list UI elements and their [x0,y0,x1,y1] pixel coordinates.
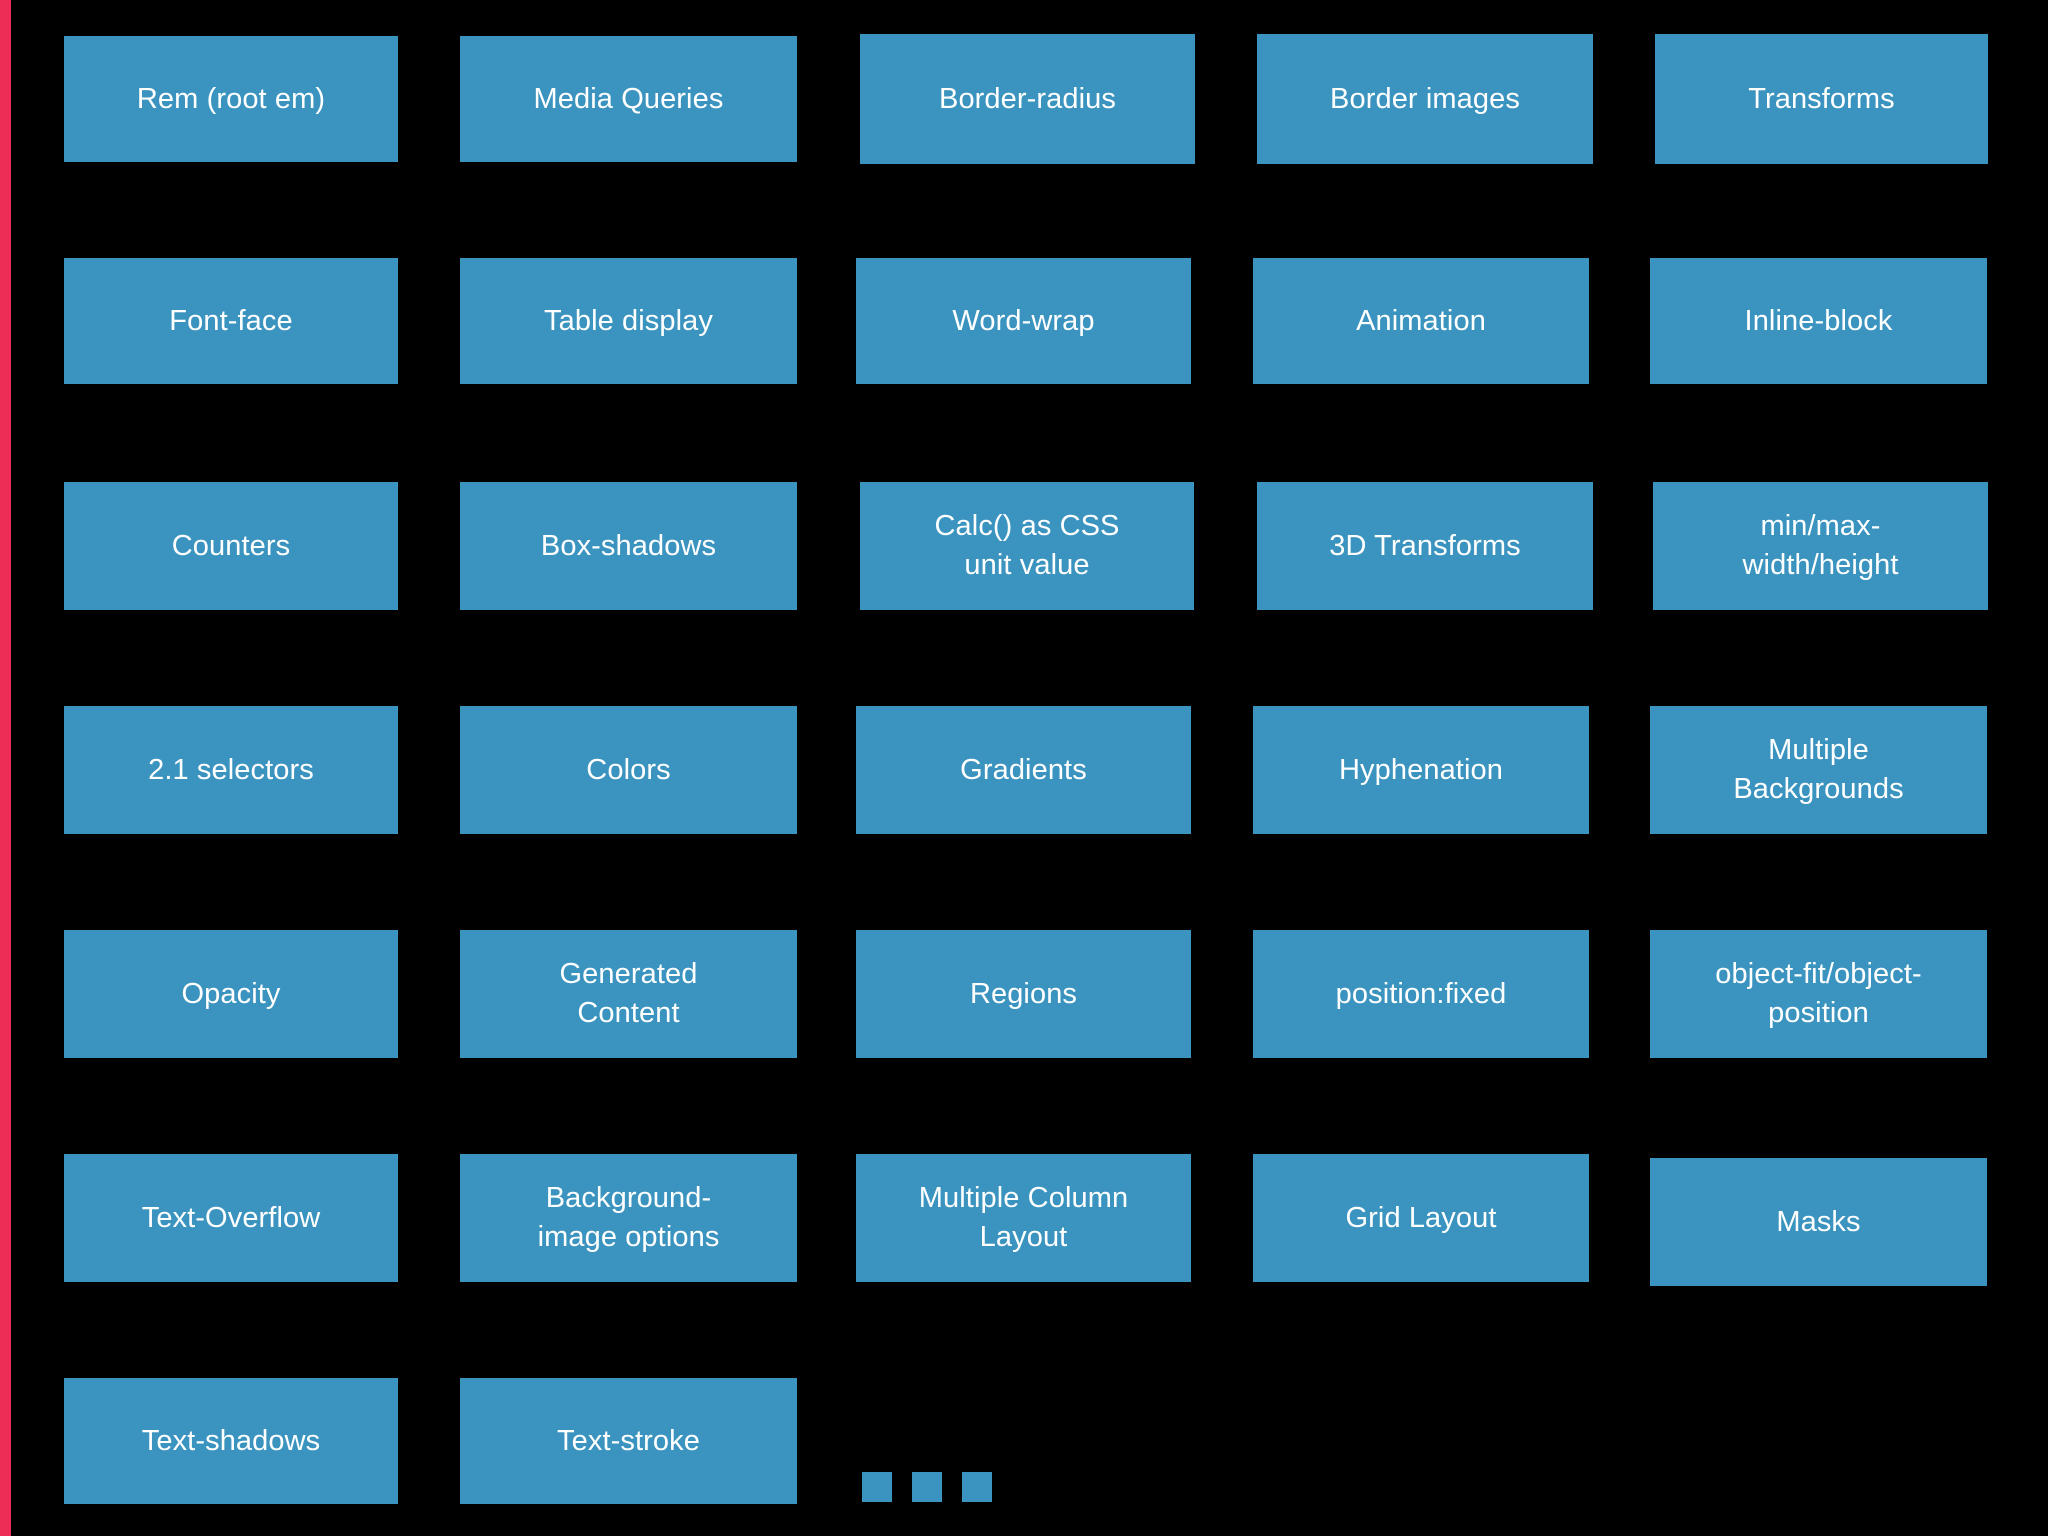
feature-card[interactable]: Border-radius [860,34,1195,164]
feature-card[interactable]: Box-shadows [460,482,797,610]
feature-card-label: 2.1 selectors [148,753,314,786]
feature-card-label: Calc() as CSS unit value [934,510,1120,581]
feature-card-label: min/max- width/height [1742,510,1899,581]
feature-card-label: Generated Content [559,958,698,1029]
feature-card-label: Background- image options [537,1182,720,1253]
feature-card-label: object-fit/object- position [1715,958,1922,1029]
feature-card[interactable]: 3D Transforms [1257,482,1593,610]
feature-card[interactable]: Rem (root em) [64,36,398,162]
feature-card[interactable]: Table display [460,258,797,384]
feature-card-label: Opacity [181,977,281,1010]
feature-card[interactable]: Text-Overflow [64,1154,398,1282]
feature-card[interactable]: Transforms [1655,34,1988,164]
feature-card[interactable]: Animation [1253,258,1589,384]
feature-card-label: Word-wrap [952,304,1095,337]
feature-card-label: Gradients [960,753,1087,786]
feature-card[interactable]: min/max- width/height [1653,482,1988,610]
feature-card[interactable]: Calc() as CSS unit value [860,482,1194,610]
feature-card-label: Transforms [1748,82,1895,115]
feature-card[interactable]: Border images [1257,34,1593,164]
feature-card[interactable]: Gradients [856,706,1191,834]
feature-card-label: Box-shadows [540,529,717,562]
pagination-dot-3[interactable] [962,1472,992,1502]
pagination-dot-1[interactable] [862,1472,892,1502]
feature-card-label: Animation [1356,304,1486,337]
feature-card[interactable]: Regions [856,930,1191,1058]
feature-card-label: Border images [1330,82,1520,115]
feature-card-label: Hyphenation [1339,753,1503,786]
feature-card-label: Rem (root em) [136,82,326,115]
feature-card-label: Media Queries [533,82,724,115]
feature-card-label: Table display [544,304,713,337]
feature-card[interactable]: Background- image options [460,1154,797,1282]
feature-card[interactable]: position:fixed [1253,930,1589,1058]
left-accent-bar [0,0,11,1536]
feature-card-label: Counters [171,529,291,562]
feature-card[interactable]: Font-face [64,258,398,384]
feature-card-label: Regions [969,977,1078,1010]
feature-card[interactable]: Inline-block [1650,258,1987,384]
feature-card[interactable]: object-fit/object- position [1650,930,1987,1058]
feature-card[interactable]: Counters [64,482,398,610]
feature-card-label: Grid Layout [1345,1201,1497,1234]
feature-card[interactable]: 2.1 selectors [64,706,398,834]
feature-card[interactable]: Multiple Column Layout [856,1154,1191,1282]
feature-card-label: Font-face [169,304,293,337]
feature-card[interactable]: Text-shadows [64,1378,398,1504]
feature-card-label: Text-shadows [141,1424,321,1457]
feature-card-label: Text-stroke [557,1424,700,1457]
feature-card[interactable]: Opacity [64,930,398,1058]
feature-card[interactable]: Generated Content [460,930,797,1058]
feature-card[interactable]: Grid Layout [1253,1154,1589,1282]
feature-card-label: Border-radius [939,82,1116,115]
feature-card-label: Masks [1776,1205,1861,1238]
feature-card-label: position:fixed [1335,977,1507,1010]
feature-card-label: Multiple Backgrounds [1733,734,1904,805]
feature-card-label: Multiple Column Layout [918,1182,1129,1253]
feature-card-label: Text-Overflow [141,1201,321,1234]
feature-card[interactable]: Multiple Backgrounds [1650,706,1987,834]
feature-card-label: 3D Transforms [1329,529,1521,562]
feature-card[interactable]: Hyphenation [1253,706,1589,834]
feature-card[interactable]: Colors [460,706,797,834]
feature-card[interactable]: Media Queries [460,36,797,162]
feature-card[interactable]: Word-wrap [856,258,1191,384]
feature-card-label: Inline-block [1744,304,1893,337]
pagination-dot-2[interactable] [912,1472,942,1502]
feature-card[interactable]: Masks [1650,1158,1987,1286]
feature-card-label: Colors [586,753,671,786]
feature-card[interactable]: Text-stroke [460,1378,797,1504]
